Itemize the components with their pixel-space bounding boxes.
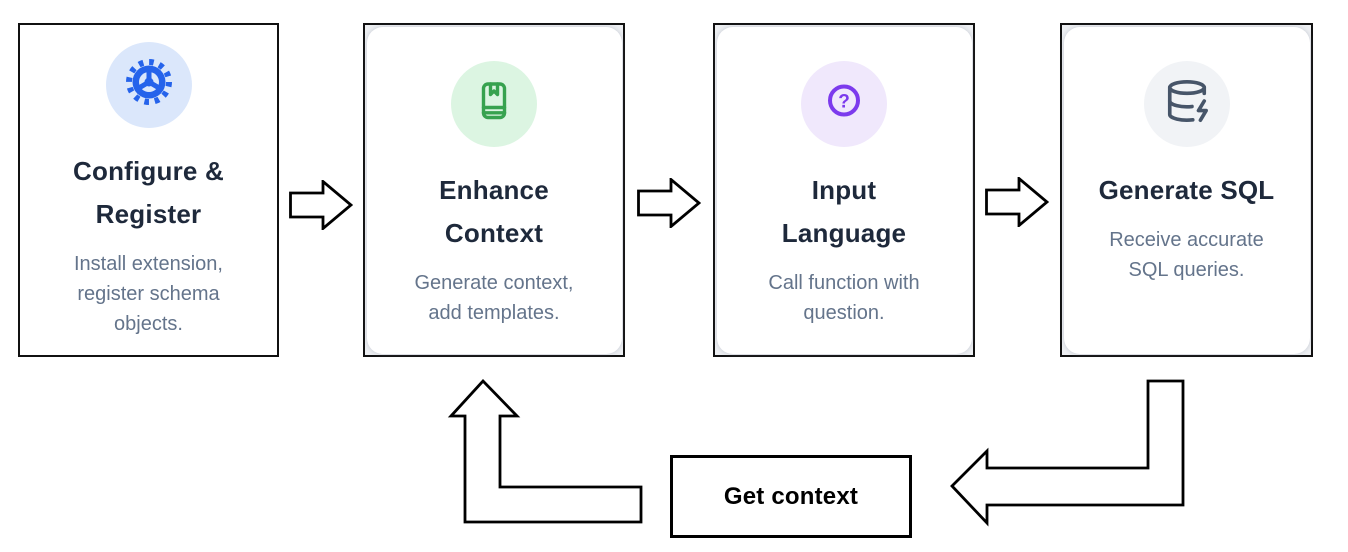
question-circle-icon: ?	[820, 77, 868, 130]
step-card-configure-register: Configure & Register Install extension, …	[18, 23, 279, 357]
step-description: Generate context, add templates.	[414, 271, 574, 324]
database-zap-icon	[1164, 78, 1210, 129]
gear-icon	[125, 58, 173, 111]
get-context-box: Get context	[670, 455, 912, 538]
step-title: Input Language	[781, 174, 907, 248]
step-title: Configure & Register	[73, 155, 224, 229]
step-card-content: Configure & Register Install extension, …	[21, 26, 276, 354]
step-title: Enhance Context	[439, 174, 549, 248]
step-icon-circle: ?	[801, 60, 887, 147]
step-card-content: Enhance Context Generate context, add te…	[366, 26, 622, 354]
step-icon-circle	[1143, 60, 1230, 147]
step-card-input-language: ? Input Language Call function with ques…	[713, 23, 975, 357]
svg-text:?: ?	[838, 92, 850, 113]
step-card-enhance-context: Enhance Context Generate context, add te…	[363, 23, 625, 357]
step-description: Receive accurate SQL queries.	[1109, 228, 1264, 281]
flow-arrow-right-icon	[289, 178, 354, 235]
loop-arrow-left-icon	[945, 375, 1190, 535]
step-card-content: Generate SQL Receive accurate SQL querie…	[1063, 26, 1310, 354]
step-card-generate-sql: Generate SQL Receive accurate SQL querie…	[1060, 23, 1313, 357]
step-card-content: ? Input Language Call function with ques…	[716, 26, 972, 354]
step-title: Generate SQL	[1098, 174, 1275, 205]
flow-arrow-right-icon	[985, 175, 1050, 232]
step-description: Install extension, register schema objec…	[74, 252, 223, 335]
loop-arrow-up-icon	[445, 375, 655, 535]
step-description: Call function with question.	[768, 271, 920, 324]
step-icon-circle	[105, 41, 192, 128]
book-bookmark-icon	[470, 77, 518, 130]
step-icon-circle	[451, 60, 537, 147]
flow-arrow-right-icon	[637, 176, 702, 233]
loop-label: Get context	[723, 482, 859, 510]
